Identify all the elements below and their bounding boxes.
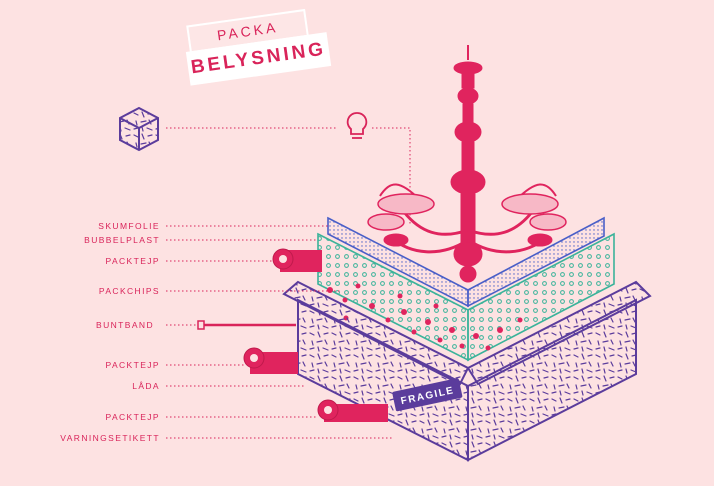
tape-roll-icon <box>272 248 322 272</box>
label-packchips: PACKCHIPS <box>98 286 160 296</box>
label-packtejp-1: PACKTEJP <box>105 256 160 266</box>
label-buntband: BUNTBAND <box>96 320 154 330</box>
foam-sheet-panels <box>327 216 605 308</box>
label-packtejp-2: PACKTEJP <box>105 360 160 370</box>
label-varningsetikett: VARNINGSETIKETT <box>60 433 160 443</box>
label-lada: LÅDA <box>132 381 160 391</box>
box-icon <box>119 106 159 152</box>
cardboard-box <box>282 280 652 462</box>
label-bubbelplast: BUBBELPLAST <box>84 235 160 245</box>
tape-roll-icon <box>243 347 298 374</box>
cable-tie-icon <box>197 320 296 330</box>
lightbulb-icon <box>346 112 368 139</box>
tape-roll-icon <box>317 399 388 422</box>
leader-lines <box>166 225 392 439</box>
chandelier-illustration <box>367 45 567 283</box>
label-skumfolie: SKUMFOLIE <box>98 221 160 231</box>
label-packtejp-3: PACKTEJP <box>105 412 160 422</box>
fragile-sticker: FRAGILE <box>392 378 463 412</box>
